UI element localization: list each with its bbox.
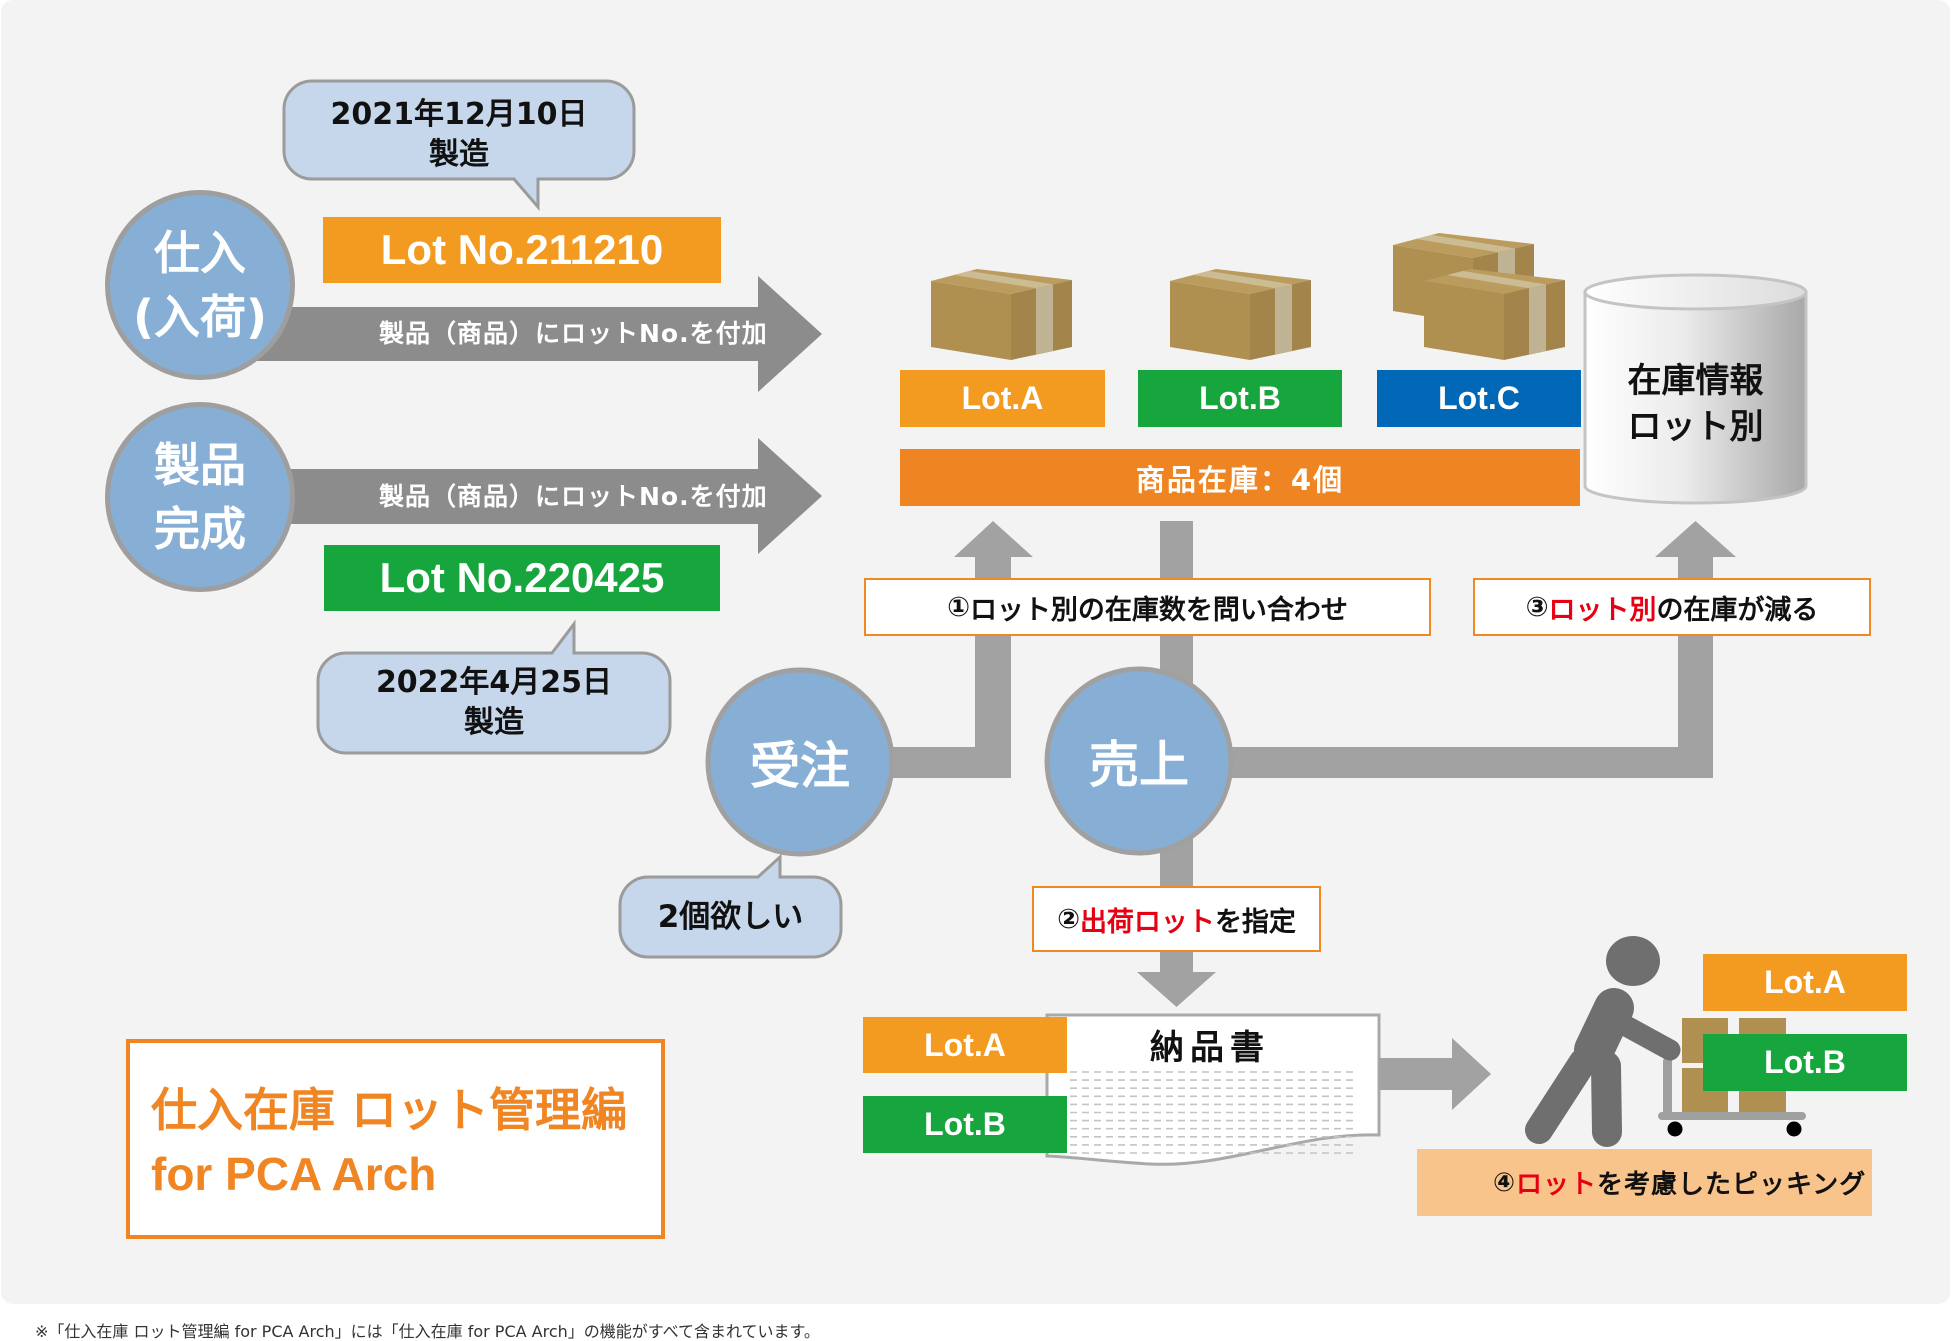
lot-number-production-text: Lot No.220425 [379,554,665,601]
purchase-date-note: 製造 [429,137,489,172]
step-2-number: ② [1057,903,1080,935]
delivery-note-lot-b: Lot.B [863,1096,1067,1153]
total-stock-bar: 商品在庫：4個 [900,449,1580,506]
arrow-production-label: 製品（商品）にロットNo.を付加 [379,482,768,511]
production-date-bubble-text: 2022年4月25日 製造 [318,653,670,753]
arrow-purchase-label: 製品（商品）にロットNo.を付加 [379,319,768,348]
delivery-note-lot-a: Lot.A [863,1017,1067,1073]
node-order-circle [705,667,895,857]
arrow-sales-reduce-inventory [1200,521,1736,778]
node-order-label: 受注 [750,737,850,795]
delivery-note-document-icon [1045,1013,1381,1166]
hand-cart-icon [1658,1058,1806,1137]
node-production-label: 製品 完成 [105,402,295,592]
inventory-lot-c: Lot.C [1377,370,1581,427]
delivery-note-lot-a-label: Lot.A [924,1026,1006,1063]
lot-number-purchase-text: Lot No.211210 [380,226,664,273]
arrow-delivery-note-to-picking [1379,1038,1491,1110]
node-production-circle [105,402,295,592]
node-sales-circle [1044,666,1234,856]
order-request-bubble [618,853,843,959]
lot-number-production: Lot No.220425 [324,545,720,611]
node-purchase-label: 仕入 (入荷) [105,190,295,380]
database-icon [1583,273,1808,505]
order-request-text: 2個欲しい [657,899,804,935]
cardboard-box-icon [931,269,1072,360]
step-4-highlight: ロット [1516,1170,1598,1200]
cardboard-box-icon [1424,269,1565,360]
step-3-highlight: ロット別 [1548,594,1657,626]
database-line2: ロット別 [1627,407,1764,447]
step-4-number: ④ [1493,1167,1517,1198]
arrow-production-to-inventory [230,438,822,554]
picking-lot-a: Lot.A [1703,954,1907,1011]
step-3-number: ③ [1525,591,1549,623]
product-title-box: 仕入在庫 ロット管理編 for PCA Arch [126,1039,665,1239]
step-4-text: を考慮したピッキング [1597,1170,1867,1200]
step-1-text: ロット別の在庫数を問い合わせ [969,594,1348,626]
cardboard-box-icon [1170,269,1311,360]
delivery-note-lot-b-label: Lot.B [924,1106,1006,1142]
lot-number-purchase: Lot No.211210 [323,217,721,283]
arrow-purchase-to-inventory [230,276,822,392]
step-1-number: ① [947,591,970,623]
picking-lot-b: Lot.B [1703,1034,1907,1091]
production-date-note: 製造 [464,705,524,740]
purchase-date: 2021年12月10日 [330,97,588,132]
inventory-lot-b: Lot.B [1138,370,1342,427]
node-production-line1: 製品 [154,438,246,492]
product-title-line1: 仕入在庫 ロット管理編 [151,1083,628,1137]
database-line1: 在庫情報 [1627,361,1764,401]
arrow-sales-to-delivery-note [1137,972,1216,1007]
inventory-lot-a-label: Lot.A [961,380,1044,416]
step-2-highlight: 出荷ロット [1079,906,1215,938]
step-2-text: を指定 [1214,906,1296,938]
node-purchase-circle [105,190,295,380]
purchase-date-bubble-text: 2021年12月10日 製造 [284,81,634,179]
picking-lot-a-label: Lot.A [1764,964,1846,1000]
node-production-line2: 完成 [154,502,246,556]
database-label: 在庫情報 ロット別 [1585,354,1806,454]
production-date: 2022年4月25日 [375,665,613,700]
delivery-note-title: 納品書 [1150,1027,1270,1068]
inventory-lot-a: Lot.A [900,370,1105,427]
total-stock-label: 商品在庫：4個 [1135,462,1345,497]
footnote: ※「仕入在庫 ロット管理編 for PCA Arch」には「仕入在庫 for P… [35,1322,820,1341]
purchase-date-bubble [282,79,636,212]
node-sales-label: 売上 [1089,736,1189,794]
person-pushing-cart-icon [1525,936,1681,1147]
inventory-lot-c-label: Lot.C [1438,380,1520,416]
production-date-bubble [316,619,672,755]
product-title-line2: for PCA Arch [151,1148,437,1200]
arrow-order-query-inventory [880,521,1033,778]
step-3-text: の在庫が減る [1656,594,1819,626]
node-purchase-line1: 仕入 [154,226,246,280]
node-purchase-line2: (入荷) [132,290,268,344]
picking-lot-b-label: Lot.B [1764,1044,1846,1080]
inventory-lot-b-label: Lot.B [1199,380,1281,416]
